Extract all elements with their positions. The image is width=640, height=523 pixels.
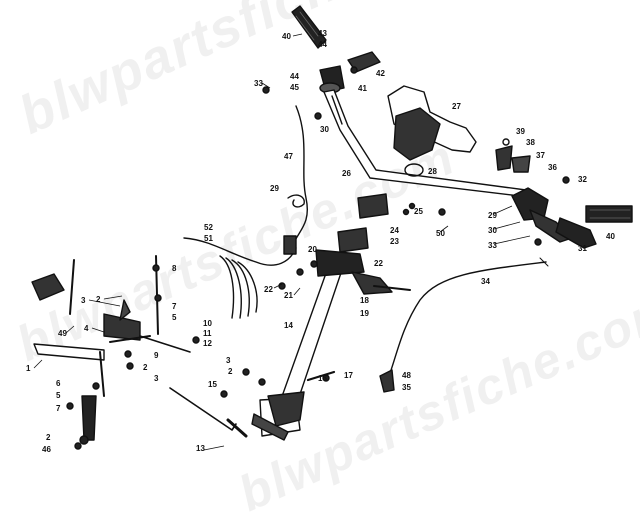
callout-22: 22 — [374, 259, 383, 268]
callout-40: 40 — [282, 32, 291, 41]
callout-15: 15 — [208, 380, 217, 389]
handlebar-pad — [387, 85, 477, 161]
callout-3: 3 — [154, 374, 159, 383]
parts-diagram: blwpartsfiche.com blwpartsfiche.com blwp… — [8, 0, 640, 522]
callout-30: 30 — [320, 125, 329, 134]
callout-50: 50 — [436, 229, 445, 238]
callout-47: 47 — [284, 152, 293, 161]
cable-ring — [404, 163, 424, 177]
callout-33: 33 — [488, 241, 497, 250]
callout-29: 29 — [488, 211, 497, 220]
callout-21: 21 — [284, 291, 293, 300]
callout-2: 2 — [46, 433, 51, 442]
callout-8: 8 — [172, 264, 177, 273]
callout-20: 20 — [308, 245, 317, 254]
callout-2: 2 — [143, 363, 148, 372]
callout-18: 18 — [360, 296, 369, 305]
callout-43: 43 — [318, 29, 327, 38]
callout-1: 1 — [26, 364, 31, 373]
callout-3: 3 — [226, 356, 231, 365]
callout-5: 5 — [172, 313, 177, 322]
left-spindle-assembly — [31, 255, 191, 450]
throttle-cable — [385, 261, 547, 385]
callout-2: 2 — [96, 295, 101, 304]
callout-4: 4 — [84, 324, 89, 333]
callout-33: 33 — [254, 79, 263, 88]
wiring-harness — [183, 235, 297, 319]
throttle-housing — [511, 187, 597, 249]
callout-3: 3 — [81, 296, 86, 305]
callout-32: 32 — [578, 175, 587, 184]
callout-36: 36 — [548, 163, 557, 172]
callout-12: 12 — [203, 339, 212, 348]
callout-27: 27 — [452, 102, 461, 111]
brake-lever-assembly — [319, 51, 381, 94]
callout-49: 49 — [58, 329, 67, 338]
right-tie-rod — [306, 271, 411, 382]
callout-22: 22 — [264, 285, 273, 294]
callout-19: 19 — [360, 309, 369, 318]
callout-38: 38 — [526, 138, 535, 147]
wire-loop — [287, 194, 305, 208]
callout-13: 13 — [196, 444, 205, 453]
cable-end-fitting — [379, 369, 395, 393]
callout-2: 2 — [228, 367, 233, 376]
callout-48: 48 — [402, 371, 411, 380]
callout-17: 17 — [344, 371, 353, 380]
steering-post-clamps — [337, 193, 389, 253]
callout-9: 9 — [154, 351, 159, 360]
cable-47 — [291, 105, 308, 249]
callout-30: 30 — [488, 226, 497, 235]
callout-24: 24 — [390, 226, 399, 235]
callout-41: 41 — [358, 84, 367, 93]
callout-5: 5 — [56, 391, 61, 400]
left-handlebar-grip — [291, 5, 327, 49]
callout-40: 40 — [606, 232, 615, 241]
callout-37: 37 — [536, 151, 545, 160]
callout-16: 16 — [318, 374, 327, 383]
callout-7: 7 — [56, 404, 61, 413]
lower-steering-bracket — [251, 391, 305, 441]
callout-11: 11 — [203, 329, 212, 338]
callout-14: 14 — [284, 321, 293, 330]
callout-46: 46 — [42, 445, 51, 454]
callout-51: 51 — [204, 234, 213, 243]
right-handlebar-grip — [585, 205, 633, 223]
kill-switch-parts — [495, 138, 531, 173]
callout-26: 26 — [342, 169, 351, 178]
callout-44: 44 — [318, 40, 327, 49]
callout-39: 39 — [516, 127, 525, 136]
callout-labels: 1 2 2 2 2 3 3 3 4 5 5 6 7 7 8 9 10 11 12… — [26, 29, 615, 454]
callout-52: 52 — [204, 223, 213, 232]
leader-lines — [33, 33, 531, 451]
callout-35: 35 — [402, 383, 411, 392]
callout-29: 29 — [270, 184, 279, 193]
callout-44: 44 — [290, 72, 299, 81]
callout-31: 31 — [578, 244, 587, 253]
callout-7: 7 — [172, 302, 177, 311]
callout-28: 28 — [428, 167, 437, 176]
callout-34: 34 — [481, 277, 490, 286]
callout-6: 6 — [56, 379, 61, 388]
callout-25: 25 — [414, 207, 423, 216]
callout-23: 23 — [390, 237, 399, 246]
callout-45: 45 — [290, 83, 299, 92]
callout-10: 10 — [203, 319, 212, 328]
callout-42: 42 — [376, 69, 385, 78]
small-fasteners — [66, 66, 570, 410]
steering-post — [279, 249, 365, 407]
